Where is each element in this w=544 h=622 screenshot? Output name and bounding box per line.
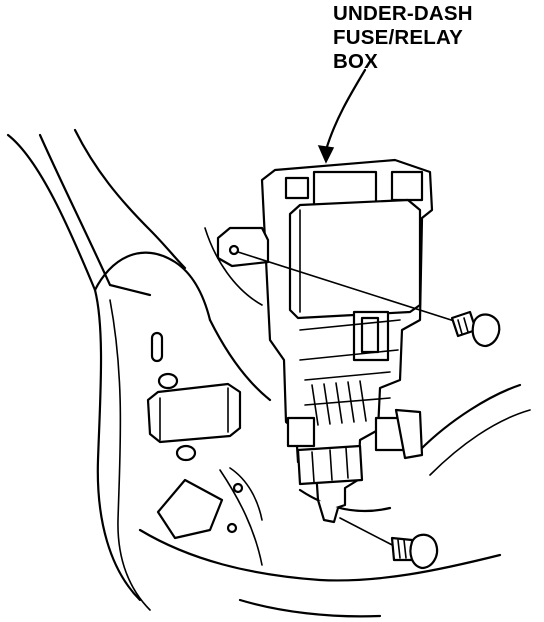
lower-bracket [156,478,224,540]
bolt-upper [237,251,501,348]
callout-label: UNDER-DASH FUSE/RELAY BOX [333,2,473,74]
callout-arrow [317,68,367,164]
callout-line-1: UNDER-DASH [333,2,473,25]
panel-holes [150,331,244,534]
bolt-lower [339,517,439,570]
dash-panel [6,128,531,618]
fuse-box-body [216,158,434,524]
callout-line-3: BOX [333,50,379,73]
callout-line-2: FUSE/RELAY [333,26,463,49]
mounting-clip [146,382,242,444]
